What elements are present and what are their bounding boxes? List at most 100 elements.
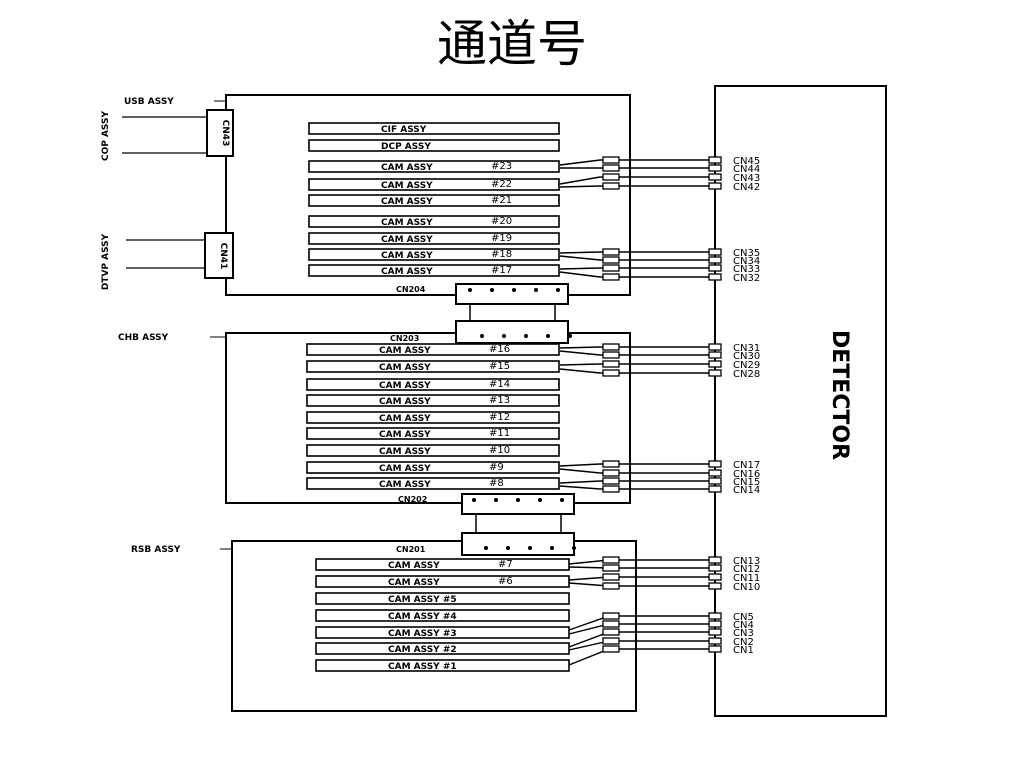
- usb-card-slot-frame: [308, 160, 560, 173]
- connector-pin: [524, 334, 528, 338]
- signal-wire: [559, 176, 715, 185]
- usb-card-slot-label: CAM ASSY: [381, 197, 433, 207]
- signal-wire: [559, 251, 715, 254]
- detector-connector-label: CN35: [733, 248, 760, 259]
- connector-pin: [560, 498, 564, 502]
- connector-pin: [494, 498, 498, 502]
- usb-card-slot: CAM ASSY #23: [308, 160, 560, 173]
- wire-plug-right: [708, 256, 722, 264]
- connector-pin: [472, 498, 476, 502]
- usb-card-slot-number: #22: [491, 179, 512, 190]
- usb-card-slot-label: CIF ASSY: [381, 125, 427, 135]
- connector-pin: [546, 334, 550, 338]
- detector-box: [714, 85, 887, 717]
- rsb-card-slot: CAM ASSY#7: [315, 558, 570, 571]
- signal-wire: [559, 363, 715, 366]
- wire-plug-right: [708, 351, 722, 359]
- wire-plug-right: [708, 460, 722, 468]
- wire-plug-left: [602, 156, 620, 164]
- chb-card-slot-label: CAM ASSY: [379, 430, 431, 440]
- rsb-card-slot-number: #6: [498, 576, 513, 587]
- cn43-side-box-label: CN43: [220, 120, 230, 147]
- usb-card-slot: CAM ASSY#18: [308, 248, 560, 261]
- usb-card-slot-frame: [308, 248, 560, 261]
- wire-plug-right: [708, 264, 722, 272]
- wire-plug-right: [708, 173, 722, 181]
- rsb-card-slot-label: CAM ASSY #2: [388, 645, 457, 655]
- signal-wires: [559, 156, 722, 666]
- chb-card-slot: CAM ASSY#9: [306, 461, 560, 474]
- usb-card-slot: CAM ASSY#19: [308, 232, 560, 245]
- chb-card-slot-frame: [306, 360, 560, 373]
- wire-plug-left: [602, 477, 620, 485]
- chb-card-slot-number: #9: [489, 462, 504, 473]
- usb-card-slot-number: #17: [491, 265, 512, 276]
- wire-plug-left: [602, 264, 620, 272]
- rsb-card-slot: CAM ASSY #4: [315, 609, 570, 622]
- chb-card-slot: CAM ASSY #14: [306, 378, 560, 391]
- signal-wire: [559, 368, 715, 374]
- usb-card-slot: DCP ASSY: [308, 139, 560, 152]
- cn203-label: CN203: [390, 334, 419, 343]
- detector-connector-label: CN45: [733, 156, 760, 167]
- chb-card-slot: CAM ASSY#16: [306, 343, 560, 356]
- detector-connector-label: CN34: [733, 256, 760, 267]
- connector-pin: [484, 546, 488, 550]
- chb-card-slot-number: #12: [489, 412, 510, 423]
- wire-plug-right: [708, 369, 722, 377]
- detector-label: DETECTOR: [827, 330, 852, 460]
- signal-wire: [568, 566, 715, 569]
- chb-card-slot-label: CAM ASSY: [379, 381, 431, 391]
- connector-pin: [550, 546, 554, 550]
- wire-plug-left: [602, 369, 620, 377]
- cn43-side-box: [206, 109, 234, 157]
- signal-wire: [559, 185, 715, 188]
- rsb-card-slot-label: CAM ASSY #5: [388, 595, 457, 605]
- wire-plug-right: [708, 477, 722, 485]
- detector-connector-label: CN31: [733, 343, 760, 354]
- chb-assy-label: CHB ASSY: [118, 333, 169, 343]
- detector-connector-label: CN3: [733, 628, 754, 639]
- usb-card-slot-label: CAM ASSY: [381, 163, 433, 173]
- usb-card-slot-frame: [308, 232, 560, 245]
- chb-card-slot-label: CAM ASSY: [379, 480, 431, 490]
- wire-plug-right: [708, 573, 722, 581]
- chb-card-slot-number: #14: [489, 379, 510, 390]
- rsb-card-slot-label: CAM ASSY: [388, 561, 440, 571]
- signal-wire: [559, 463, 715, 467]
- rsb-card-slot-label: CAM ASSY #4: [388, 612, 457, 622]
- rsb-card-slot-label: CAM ASSY #3: [388, 629, 457, 639]
- usb-card-slot-frame: [308, 194, 560, 207]
- connector-pin: [556, 288, 560, 292]
- usb-card-slot-number: #23: [491, 161, 512, 172]
- wire-plug-left: [602, 645, 620, 653]
- wire-plug-left: [602, 360, 620, 368]
- connector-pin: [538, 498, 542, 502]
- wire-plug-right: [708, 248, 722, 256]
- rsb-card-slot: CAM ASSY #1: [315, 659, 570, 672]
- wire-plug-right: [708, 273, 722, 281]
- connector-pin: [568, 334, 572, 338]
- dtvp-assy-label: DTVP ASSY: [101, 233, 111, 290]
- detector-connector-label: CN1: [733, 645, 754, 656]
- wire-plug-right: [708, 628, 722, 636]
- chb-card-slot-label: CAM ASSY: [379, 447, 431, 457]
- rsb-card-slot-frame: [315, 558, 570, 571]
- usb-card-slot-label: CAM ASSY: [381, 218, 433, 228]
- signal-wire: [568, 576, 715, 581]
- detector-connector-label: CN17: [733, 460, 760, 471]
- cn41-side-box: [204, 232, 234, 279]
- detector-connector-label: CN44: [733, 164, 760, 175]
- chb-card-slot: CAM ASSY#13: [306, 394, 560, 407]
- wire-plug-right: [708, 620, 722, 628]
- usb-card-slot-frame: [308, 215, 560, 228]
- signal-wire: [559, 267, 715, 270]
- detector-connector-label: CN10: [733, 582, 760, 593]
- usb-assy-box: [225, 94, 631, 296]
- usb-card-slot-frame: [308, 139, 560, 152]
- detector-connector-label: CN13: [733, 556, 760, 567]
- chb-card-slot-number: #8: [489, 478, 504, 489]
- wire-plug-right: [708, 164, 722, 172]
- connector-pin: [490, 288, 494, 292]
